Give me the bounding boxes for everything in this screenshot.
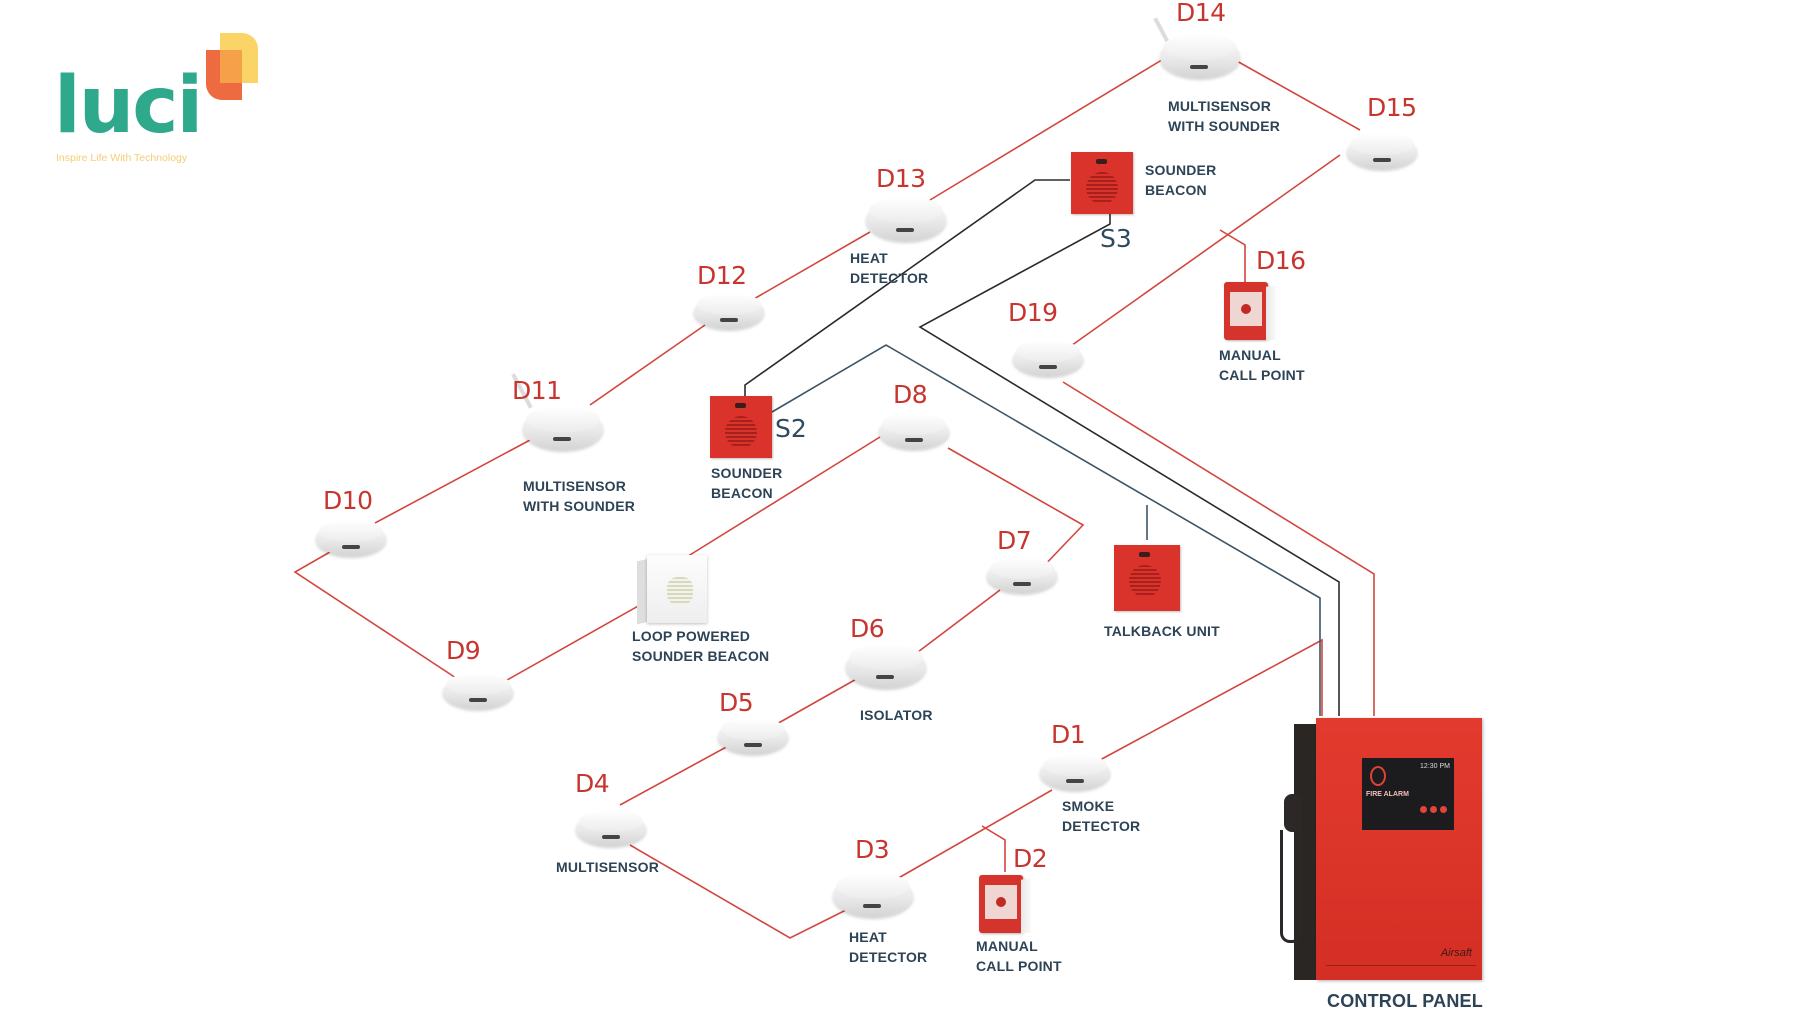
smoke-detector-d1[interactable] bbox=[1040, 752, 1110, 796]
device-label-d15: D15 bbox=[1367, 93, 1417, 122]
loop-wire-d15-to-d19 bbox=[1067, 154, 1341, 349]
loop-wire-d2-spur bbox=[981, 825, 1006, 872]
microphone-cord bbox=[1280, 830, 1302, 943]
loop-wire-d8-to-loopsounder bbox=[684, 436, 881, 559]
detector-d8[interactable] bbox=[879, 411, 949, 455]
device-label-d16: D16 bbox=[1256, 246, 1306, 275]
loop-wire-d3-to-d4 bbox=[629, 844, 851, 939]
sounder-beacon-s2[interactable] bbox=[710, 396, 772, 458]
heat-detector-d3[interactable] bbox=[833, 871, 913, 923]
sounder-caption-s3: SOUNDER BEACON bbox=[1145, 162, 1217, 198]
multisensor-d4[interactable] bbox=[576, 808, 646, 852]
logo-mark-overlap bbox=[220, 50, 242, 83]
device-caption-d1: SMOKE DETECTOR bbox=[1062, 798, 1141, 834]
loop-wire-loopsounder-to-d9 bbox=[499, 604, 641, 685]
device-label-d2: D2 bbox=[1013, 844, 1048, 873]
detector-d19[interactable] bbox=[1013, 338, 1083, 382]
device-caption-d4: MULTISENSOR bbox=[556, 859, 660, 875]
device-label-d19: D19 bbox=[1008, 298, 1058, 327]
loop-wire-d12-to-d13 bbox=[751, 231, 871, 301]
detector-d10[interactable] bbox=[316, 518, 386, 562]
talkback-caption: TALKBACK UNIT bbox=[1104, 623, 1220, 639]
panel-screen-time: 12:30 PM bbox=[1420, 763, 1450, 770]
device-label-d1: D1 bbox=[1051, 720, 1086, 749]
heat-detector-d13[interactable] bbox=[866, 195, 946, 247]
control-panel[interactable]: 12:30 PM FIRE ALARM Airsaft bbox=[1280, 714, 1486, 984]
device-label-d12: D12 bbox=[697, 261, 747, 290]
device-label-d14: D14 bbox=[1176, 0, 1226, 27]
loop-wire-d14-to-d15 bbox=[1234, 59, 1361, 131]
talkback-unit[interactable] bbox=[1114, 545, 1180, 611]
panel-brand: Airsaft bbox=[1440, 947, 1472, 959]
device-caption-d14: MULTISENSOR WITH SOUNDER bbox=[1168, 98, 1281, 134]
manual-call-point-d2[interactable] bbox=[979, 875, 1031, 934]
device-caption-d16: MANUAL CALL POINT bbox=[1219, 347, 1305, 383]
device-caption-d11: MULTISENSOR WITH SOUNDER bbox=[523, 478, 636, 514]
loop-wire-d9-to-d10 bbox=[293, 551, 457, 679]
detector-d12[interactable] bbox=[694, 291, 764, 335]
panel-screen-buttons bbox=[1420, 806, 1450, 813]
device-label-d10: D10 bbox=[323, 486, 373, 515]
sounder-caption-s2: SOUNDER BEACON bbox=[711, 465, 783, 501]
loop-wire-d13-to-d14 bbox=[929, 57, 1166, 201]
device-caption-d2: MANUAL CALL POINT bbox=[976, 938, 1062, 974]
device-caption-d3: HEAT DETECTOR bbox=[849, 929, 928, 965]
manual-call-point-d16[interactable] bbox=[1224, 282, 1276, 341]
loop-wire-d6-to-d7 bbox=[909, 589, 1001, 659]
loop-wire-d19-to-panel bbox=[1062, 381, 1375, 716]
sounder-label-s3: S3 bbox=[1100, 224, 1132, 253]
sounder-beacon-s3[interactable] bbox=[1071, 152, 1133, 214]
sounder-wire-s3-to-panel bbox=[918, 214, 1340, 716]
loop-wire-panel-to-d1 bbox=[1099, 638, 1323, 761]
device-label-d11: D11 bbox=[512, 376, 562, 405]
detector-d5[interactable] bbox=[718, 716, 788, 760]
detector-d15[interactable] bbox=[1347, 131, 1417, 175]
device-caption-d13: HEAT DETECTOR bbox=[850, 250, 929, 286]
detector-d14[interactable] bbox=[1160, 32, 1240, 84]
logo-wordmark: luci bbox=[54, 61, 203, 151]
loop-sounder-caption: LOOP POWERED SOUNDER BEACON bbox=[632, 628, 770, 664]
panel-screen-status: FIRE ALARM bbox=[1366, 791, 1409, 798]
loop-powered-sounder-beacon[interactable] bbox=[637, 555, 709, 625]
loop-wire-d16-spur bbox=[1219, 229, 1246, 282]
sounder-label-s2: S2 bbox=[775, 414, 807, 443]
loop-wire-d11-to-d12 bbox=[589, 324, 706, 406]
device-label-d7: D7 bbox=[997, 526, 1032, 555]
microphone-icon bbox=[1284, 794, 1302, 832]
sounder-wire-s3-to-s2 bbox=[744, 179, 1070, 397]
device-label-d8: D8 bbox=[893, 380, 928, 409]
loop-wire-d7-to-d8 bbox=[947, 447, 1085, 571]
loop-wire-d4-to-d5 bbox=[619, 744, 731, 806]
device-caption-d6: ISOLATOR bbox=[860, 707, 933, 723]
device-label-d13: D13 bbox=[876, 164, 926, 193]
detector-d7[interactable] bbox=[987, 555, 1057, 599]
logo-tagline: Inspire Life With Technology bbox=[56, 152, 188, 164]
device-label-d5: D5 bbox=[719, 688, 754, 717]
device-label-d9: D9 bbox=[446, 636, 481, 665]
multisensor-d11[interactable] bbox=[523, 404, 603, 456]
fire-alarm-icon bbox=[1370, 766, 1386, 786]
control-panel-caption: CONTROL PANEL bbox=[1327, 991, 1483, 1011]
device-label-d4: D4 bbox=[575, 769, 610, 798]
isolator-d6[interactable] bbox=[846, 642, 926, 694]
talkback-wire-s2-to-panel bbox=[771, 344, 1321, 716]
detector-d9[interactable] bbox=[443, 671, 513, 715]
device-label-d6: D6 bbox=[850, 614, 885, 643]
loop-wire-d10-to-d11 bbox=[374, 439, 531, 524]
luci-logo: luci Inspire Life With Technology bbox=[54, 30, 264, 170]
loop-wire-d5-to-d6 bbox=[774, 676, 861, 726]
panel-screen: 12:30 PM FIRE ALARM bbox=[1362, 758, 1454, 830]
loop-wire-d1-to-d3 bbox=[894, 789, 1053, 881]
device-label-d3: D3 bbox=[855, 835, 890, 864]
